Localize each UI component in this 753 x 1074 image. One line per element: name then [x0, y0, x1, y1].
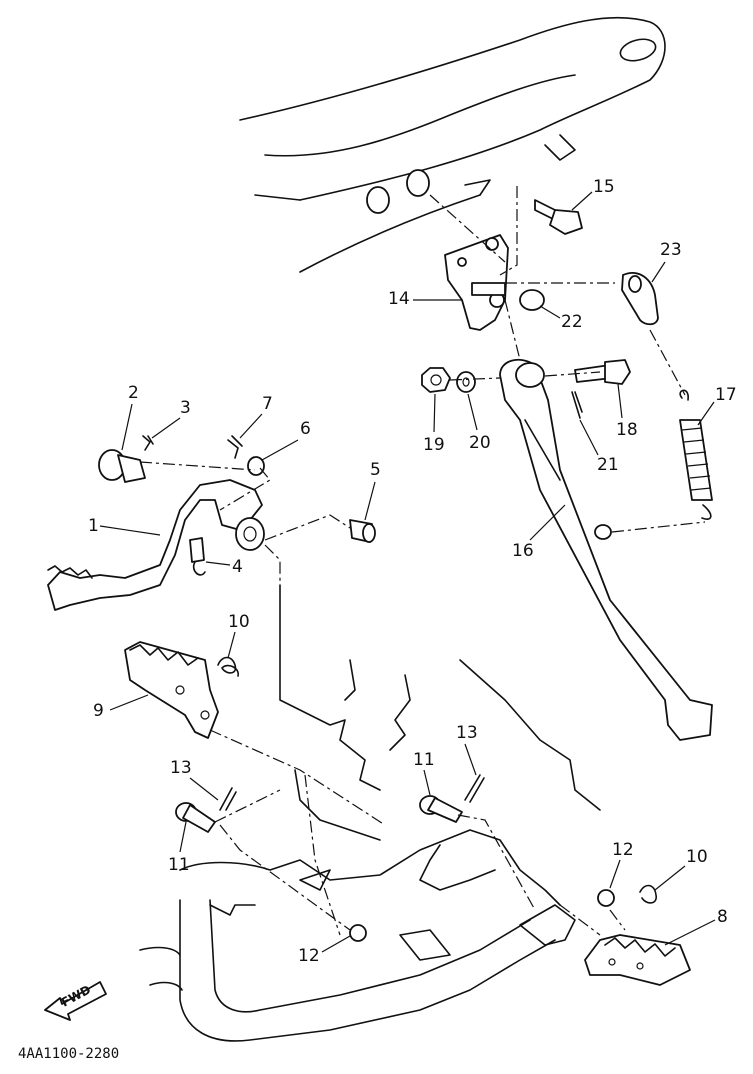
washer-12-left	[349, 924, 367, 942]
callout-13-left: 13	[170, 758, 192, 778]
callout-7: 7	[262, 394, 273, 414]
cotter-pin-13-center	[464, 774, 485, 803]
callout-23: 23	[660, 240, 682, 260]
bolt-15	[534, 199, 583, 235]
callout-17: 17	[715, 385, 737, 405]
callout-12-right: 12	[612, 840, 634, 860]
cotter-pin-21	[571, 391, 583, 419]
spring-10-right	[639, 884, 657, 904]
cotter-pin-3	[142, 435, 154, 451]
callout-3: 3	[180, 398, 191, 418]
callout-9: 9	[93, 701, 104, 721]
callout-8: 8	[717, 907, 728, 927]
bolt-18	[574, 359, 631, 385]
pin-22	[471, 282, 545, 311]
footrest-left	[124, 641, 219, 739]
pedal-pivot-shaft-2	[98, 449, 146, 483]
callout-1: 1	[88, 516, 99, 536]
callout-4: 4	[232, 557, 243, 577]
washer-12-right	[597, 889, 615, 907]
callout-19: 19	[423, 435, 445, 455]
callout-6: 6	[300, 419, 311, 439]
nut-19	[421, 367, 451, 393]
pin-4	[189, 537, 206, 576]
swingarm	[239, 16, 666, 273]
callout-10-right: 10	[686, 847, 708, 867]
callout-14: 14	[388, 289, 410, 309]
callout-2: 2	[128, 383, 139, 403]
callout-10-left: 10	[228, 612, 250, 632]
callout-21: 21	[597, 455, 619, 475]
callout-22: 22	[561, 312, 583, 332]
callout-12-left: 12	[298, 946, 320, 966]
assembly-lines	[139, 186, 706, 936]
brake-pedal	[47, 479, 265, 611]
callout-11-left: 11	[168, 855, 190, 875]
spring-10-left	[217, 656, 239, 677]
callout-labels: 1 2 3 4 5 6 7 8 9 10 10 11 11 12 12 13 1…	[88, 177, 737, 966]
callout-15: 15	[593, 177, 615, 197]
spring-17	[679, 389, 713, 520]
fwd-arrow-icon: FWD	[44, 981, 107, 1021]
pin-11-left	[175, 802, 216, 833]
sidestand	[499, 358, 713, 741]
footrest-right	[584, 934, 691, 986]
lower-frame	[139, 584, 601, 1042]
callout-20: 20	[469, 433, 491, 453]
spring-hook-pin	[594, 524, 612, 540]
callout-11-center: 11	[413, 750, 435, 770]
plate-23	[621, 272, 659, 326]
pin-5	[349, 519, 376, 543]
callout-5: 5	[370, 460, 381, 480]
cotter-pin-13-left	[219, 787, 237, 811]
callout-13-center: 13	[456, 723, 478, 743]
washer-6	[247, 456, 265, 476]
diagram-code: 4AA1100-2280	[18, 1046, 119, 1062]
washer-20	[456, 371, 476, 393]
cotter-pin-7	[227, 435, 243, 459]
callout-18: 18	[616, 420, 638, 440]
callout-16: 16	[512, 541, 534, 561]
pin-11-center	[419, 795, 463, 823]
